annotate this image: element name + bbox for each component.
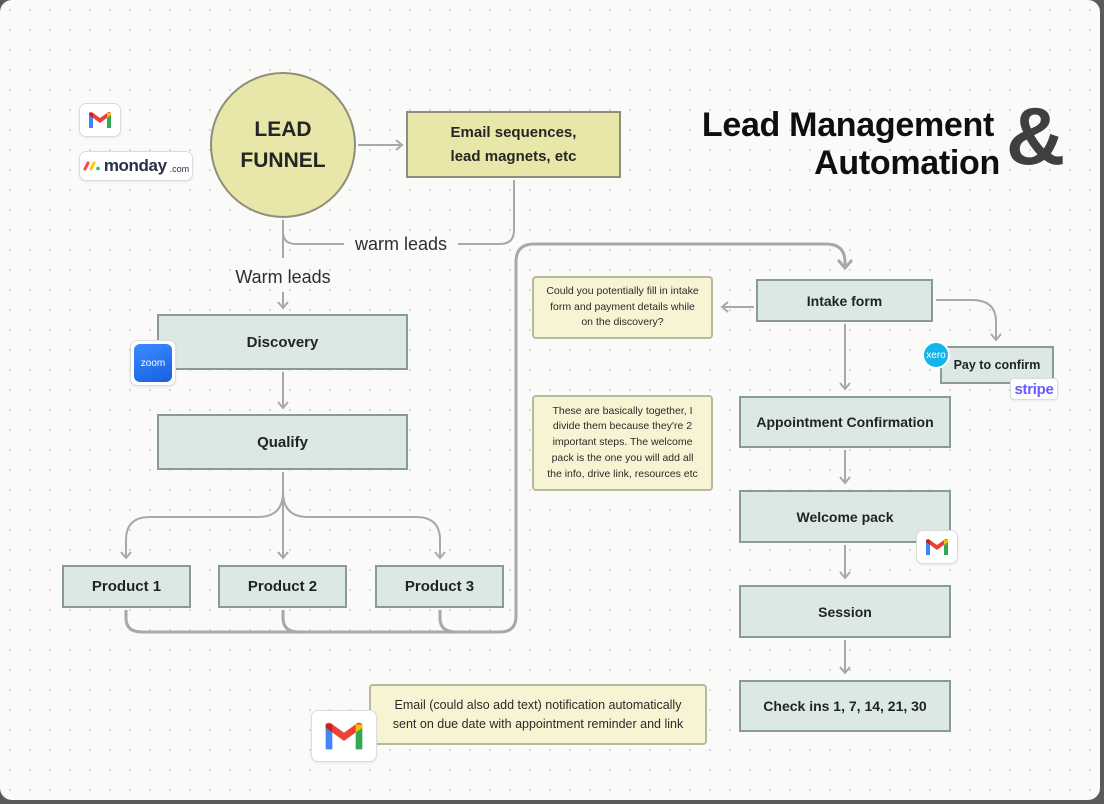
session-label: Session (818, 603, 872, 620)
product-2-node[interactable]: Product 2 (218, 565, 347, 608)
lead-funnel-node[interactable]: LEAD FUNNEL (210, 72, 356, 218)
title-line1: Lead Management (701, 106, 994, 144)
gmail-icon (311, 710, 377, 762)
lead-funnel-line2: FUNNEL (240, 149, 326, 172)
together-note-text: These are basically together, I divide t… (547, 404, 698, 480)
appointment-confirmation-label: Appointment Confirmation (756, 414, 934, 430)
connector-qualify-product3 (282, 491, 446, 560)
together-note[interactable]: These are basically together, I divide t… (532, 395, 713, 491)
connector-product3-bracket (438, 610, 457, 634)
session-node[interactable]: Session (739, 585, 951, 638)
stripe-label: stripe (1014, 380, 1054, 398)
monday-wordmark: monday (103, 156, 167, 175)
warm-leads-label: Warm leads (235, 267, 331, 287)
email-sequences-line1: Email sequences, (450, 124, 577, 142)
welcome-pack-label: Welcome pack (796, 508, 894, 525)
connector-products-bracket (124, 242, 845, 634)
connector-warm-leads-join (282, 220, 344, 245)
welcome-pack-node[interactable]: Welcome pack (739, 490, 951, 543)
qualify-label: Qualify (257, 433, 308, 451)
qualify-node[interactable]: Qualify (157, 414, 408, 470)
lead-funnel-line1: LEAD (254, 117, 312, 141)
appointment-confirmation-node[interactable]: Appointment Confirmation (739, 396, 951, 448)
xero-icon: xero (922, 341, 950, 369)
connector-qualify-product1 (120, 491, 284, 560)
intake-form-label: Intake form (806, 292, 883, 309)
product-2-label: Product 2 (247, 578, 318, 595)
connector-email-warm-leads (458, 180, 515, 245)
check-ins-node[interactable]: Check ins 1, 7, 14, 21, 30 (739, 680, 951, 732)
intake-form-node[interactable]: Intake form (756, 279, 933, 322)
email-sequences-node[interactable]: Email sequences, lead magnets, etc (406, 111, 621, 178)
title-line2: Automation (814, 144, 1000, 182)
page-title: Lead Management Automation (640, 104, 1000, 184)
discovery-label: Discovery (246, 333, 319, 351)
intake-note-text: Could you potentially fill in intake for… (546, 284, 699, 329)
zoom-icon: zoom (130, 340, 176, 386)
stripe-logo: stripe (1010, 378, 1058, 400)
pay-to-confirm-node[interactable]: Pay to confirm (940, 346, 1054, 384)
monday-logo: monday.com (79, 151, 193, 181)
monday-suffix: .com (169, 163, 190, 174)
title-ampersand: & (1006, 91, 1066, 182)
connector-product2-bracket (281, 610, 300, 634)
warm-leads-edge-label: warm leads (344, 234, 458, 255)
email-notification-note-text: Email (could also add text) notification… (392, 697, 684, 731)
xero-label: xero (926, 349, 946, 361)
email-notification-note[interactable]: Email (could also add text) notification… (369, 684, 707, 745)
check-ins-label: Check ins 1, 7, 14, 21, 30 (763, 698, 927, 714)
email-sequences-line2: lead magnets, etc (450, 147, 577, 165)
zoom-badge: zoom (134, 344, 172, 382)
intake-note[interactable]: Could you potentially fill in intake for… (532, 276, 713, 339)
product-1-label: Product 1 (91, 578, 162, 595)
connector-intake-pay (936, 299, 1002, 342)
product-3-node[interactable]: Product 3 (375, 565, 504, 608)
discovery-node[interactable]: Discovery (157, 314, 408, 370)
pay-to-confirm-label: Pay to confirm (953, 358, 1041, 372)
gmail-icon (916, 530, 958, 564)
product-3-label: Product 3 (404, 578, 475, 595)
gmail-icon (79, 103, 121, 137)
product-1-node[interactable]: Product 1 (62, 565, 191, 608)
monday-icon (83, 161, 100, 171)
zoom-label: zoom (140, 357, 166, 369)
